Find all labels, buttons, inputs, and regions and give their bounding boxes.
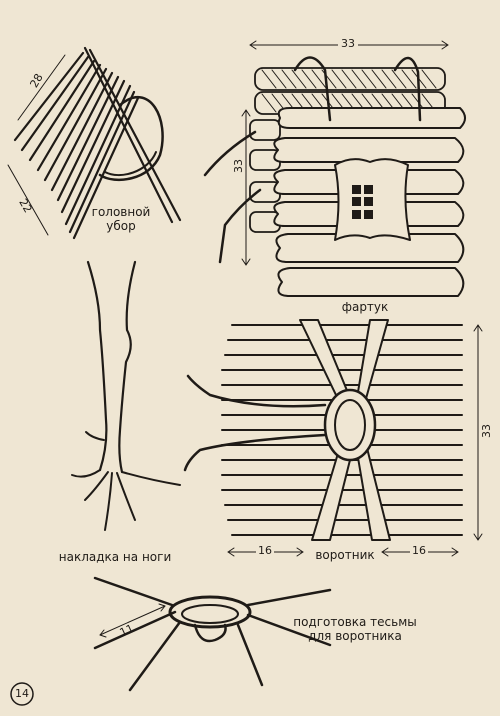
headdress-drawing (7, 46, 182, 240)
dim-apron-width: 33 (338, 38, 358, 50)
dim-collar-left: 16 (256, 544, 274, 557)
label-headdress: головной убор (91, 205, 151, 233)
page-number-circle (10, 682, 34, 706)
apron-drawing (203, 40, 466, 297)
page-number: 14 (15, 687, 29, 700)
dim-collar-right: 16 (410, 544, 428, 557)
collar-drawing (183, 319, 483, 557)
label-apron: фартук (341, 300, 389, 314)
tape-prep-drawing (93, 576, 332, 692)
label-collar: воротник (315, 548, 375, 562)
leg-pad-drawing (71, 260, 181, 531)
label-leg-pad: накладка на ноги (58, 550, 172, 564)
dim-apron-height: 33 (232, 159, 245, 173)
dim-collar-height: 33 (480, 424, 493, 438)
label-tape-prep: подготовка тесьмы для воротника (293, 615, 417, 643)
